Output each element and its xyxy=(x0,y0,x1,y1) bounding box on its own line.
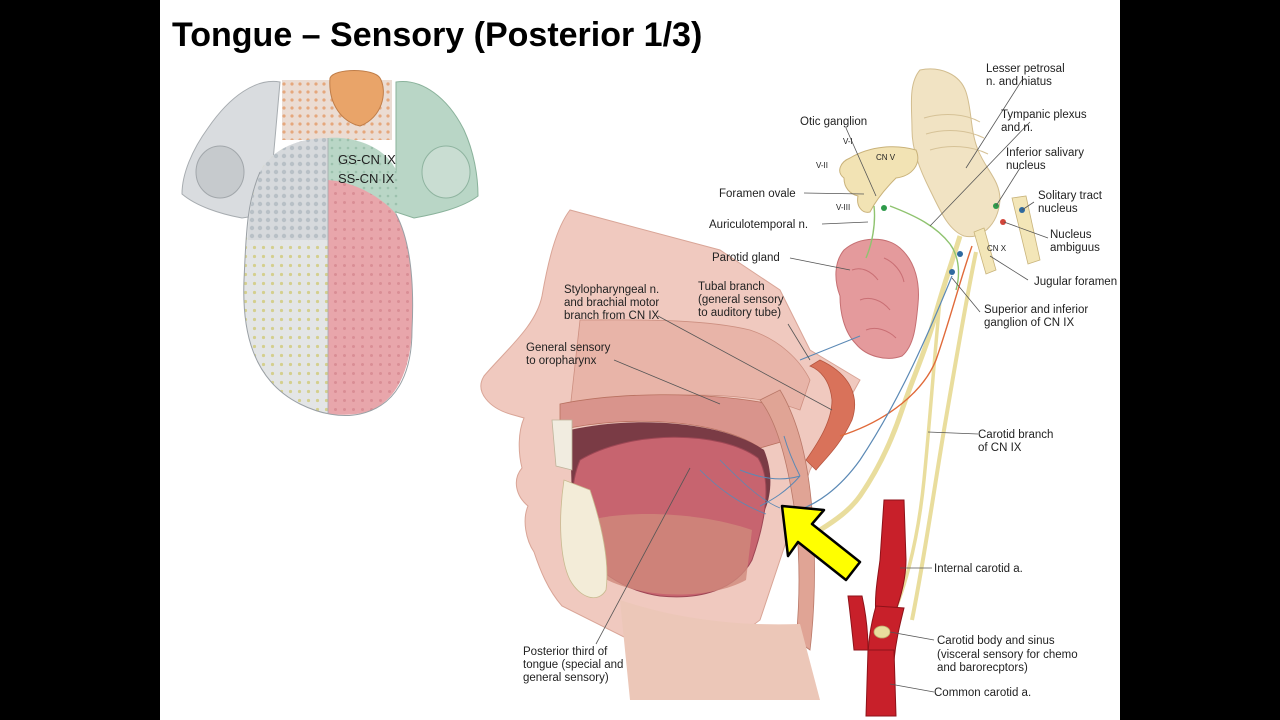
label-otic-ganglion: Otic ganglion xyxy=(800,116,867,128)
cn-x-trunk xyxy=(910,251,978,621)
common-carotid xyxy=(865,649,897,717)
label-tubal-3: to auditory tube) xyxy=(698,307,781,319)
illustration: GS-CN IX SS-CN IX xyxy=(181,63,1117,717)
tongue-nerve-lines xyxy=(699,459,781,515)
carotid-arteries xyxy=(847,499,907,717)
label-v1: V-I xyxy=(843,137,853,146)
label-jugular: Jugular foramen xyxy=(1034,276,1117,288)
deep-structures xyxy=(835,68,1041,359)
label-post-third-2: tongue (special and xyxy=(523,659,623,671)
leader-lines xyxy=(595,79,1049,693)
label-v2: V-II xyxy=(816,161,828,170)
label-carotid-body-1: Carotid body and sinus xyxy=(937,635,1055,647)
label-inf-salivary-2: nucleus xyxy=(1006,160,1046,172)
nasal-cavity xyxy=(569,319,811,411)
stylopharyngeus xyxy=(805,359,856,471)
tonsil-right xyxy=(421,145,471,199)
label-ambiguus-1: Nucleus xyxy=(1050,229,1092,241)
label-solitary-1: Solitary tract xyxy=(1038,190,1103,202)
label-inf-salivary-1: Inferior salivary xyxy=(1006,147,1084,159)
label-tympanic-2: and n. xyxy=(1001,122,1033,134)
label-gs-oro-1: General sensory xyxy=(526,342,611,354)
cn-ix-trunk xyxy=(818,235,963,533)
label-internal-carotid: Internal carotid a. xyxy=(934,563,1023,575)
tongue-label-ss: SS-CN IX xyxy=(338,171,395,186)
tongue-label-gs: GS-CN IX xyxy=(338,152,396,167)
label-tubal-2: (general sensory xyxy=(698,294,784,306)
yellow-pointer-arrow xyxy=(780,504,862,582)
label-stylo-2: and brachial motor xyxy=(564,297,659,309)
trigeminal-ganglion xyxy=(839,146,919,213)
upper-teeth xyxy=(551,419,573,471)
parotid-lobules xyxy=(851,257,905,339)
label-carotid-branch-1: Carotid branch xyxy=(978,429,1053,441)
ganglion-dot-3 xyxy=(949,269,955,275)
label-ganglion-1: Superior and inferior xyxy=(984,304,1088,316)
label-carotid-body-2: (visceral sensory for chemo xyxy=(937,649,1078,661)
auriculotemporal-nerve xyxy=(865,205,876,259)
epiglottis-tip xyxy=(329,70,384,127)
label-parotid: Parotid gland xyxy=(712,252,780,264)
sensory-branch-blue xyxy=(791,275,953,513)
pharynx-wall xyxy=(759,389,815,651)
label-carotid-branch-2: of CN IX xyxy=(978,442,1022,454)
tongue-right-half xyxy=(328,180,413,415)
label-tubal-1: Tubal branch xyxy=(698,281,765,293)
label-cn-v: CN V xyxy=(876,153,896,162)
tongue-outline xyxy=(243,171,414,417)
head-section xyxy=(480,209,861,700)
label-solitary-2: nucleus xyxy=(1038,203,1078,215)
neck-tissue xyxy=(620,600,820,700)
ambiguus-bar xyxy=(973,227,997,275)
carotid-body xyxy=(873,625,891,639)
label-post-third-1: Posterior third of xyxy=(523,646,608,658)
tonsil-left xyxy=(195,145,245,199)
label-foramen-ovale: Foramen ovale xyxy=(719,188,796,200)
mandible xyxy=(560,479,608,599)
nucleus-dot-ambiguus xyxy=(1000,219,1006,225)
tympanic-nerve xyxy=(889,205,960,291)
label-common-carotid: Common carotid a. xyxy=(934,687,1031,699)
sensory-oropharynx xyxy=(739,435,801,507)
label-stylo-3: branch from CN IX xyxy=(564,310,660,322)
tubal-nerve xyxy=(799,335,861,361)
label-lesser-petrosal-2: n. and hiatus xyxy=(986,76,1052,88)
motor-branch-red xyxy=(839,245,973,437)
tongue-posterior-right xyxy=(328,137,399,214)
label-auriculotemporal: Auriculotemporal n. xyxy=(709,219,808,231)
slide-title: Tongue – Sensory (Posterior 1/3) xyxy=(172,16,703,54)
label-ambiguus-2: ambiguus xyxy=(1050,242,1100,254)
slide: Tongue – Sensory (Posterior 1/3) xyxy=(160,0,1120,720)
pons-ridges xyxy=(923,114,989,155)
label-ganglion-2: ganglion of CN IX xyxy=(984,317,1074,329)
label-tympanic-1: Tympanic plexus xyxy=(1001,109,1087,121)
label-gs-oro-2: to oropharynx xyxy=(526,355,597,367)
label-cn-x: CN X xyxy=(987,244,1007,253)
label-post-third-3: general sensory) xyxy=(523,672,609,684)
ganglion-dot-1 xyxy=(881,205,887,211)
internal-carotid xyxy=(875,499,907,617)
tongue-posterior-left xyxy=(248,138,328,240)
tongue-muscle xyxy=(590,514,752,595)
label-lesser-petrosal-1: Lesser petrosal xyxy=(986,63,1065,75)
anatomy-labels: Lesser petrosal n. and hiatus Otic gangl… xyxy=(523,63,1117,699)
tongue-diagram: GS-CN IX SS-CN IX xyxy=(181,70,479,417)
external-carotid xyxy=(847,595,869,651)
label-v3: V-III xyxy=(836,203,850,212)
ganglion-dot-2 xyxy=(957,251,963,257)
label-carotid-body-3: and barorecptors) xyxy=(937,662,1028,674)
label-stylo-1: Stylopharyngeal n. xyxy=(564,284,659,296)
nerves xyxy=(699,203,1025,637)
